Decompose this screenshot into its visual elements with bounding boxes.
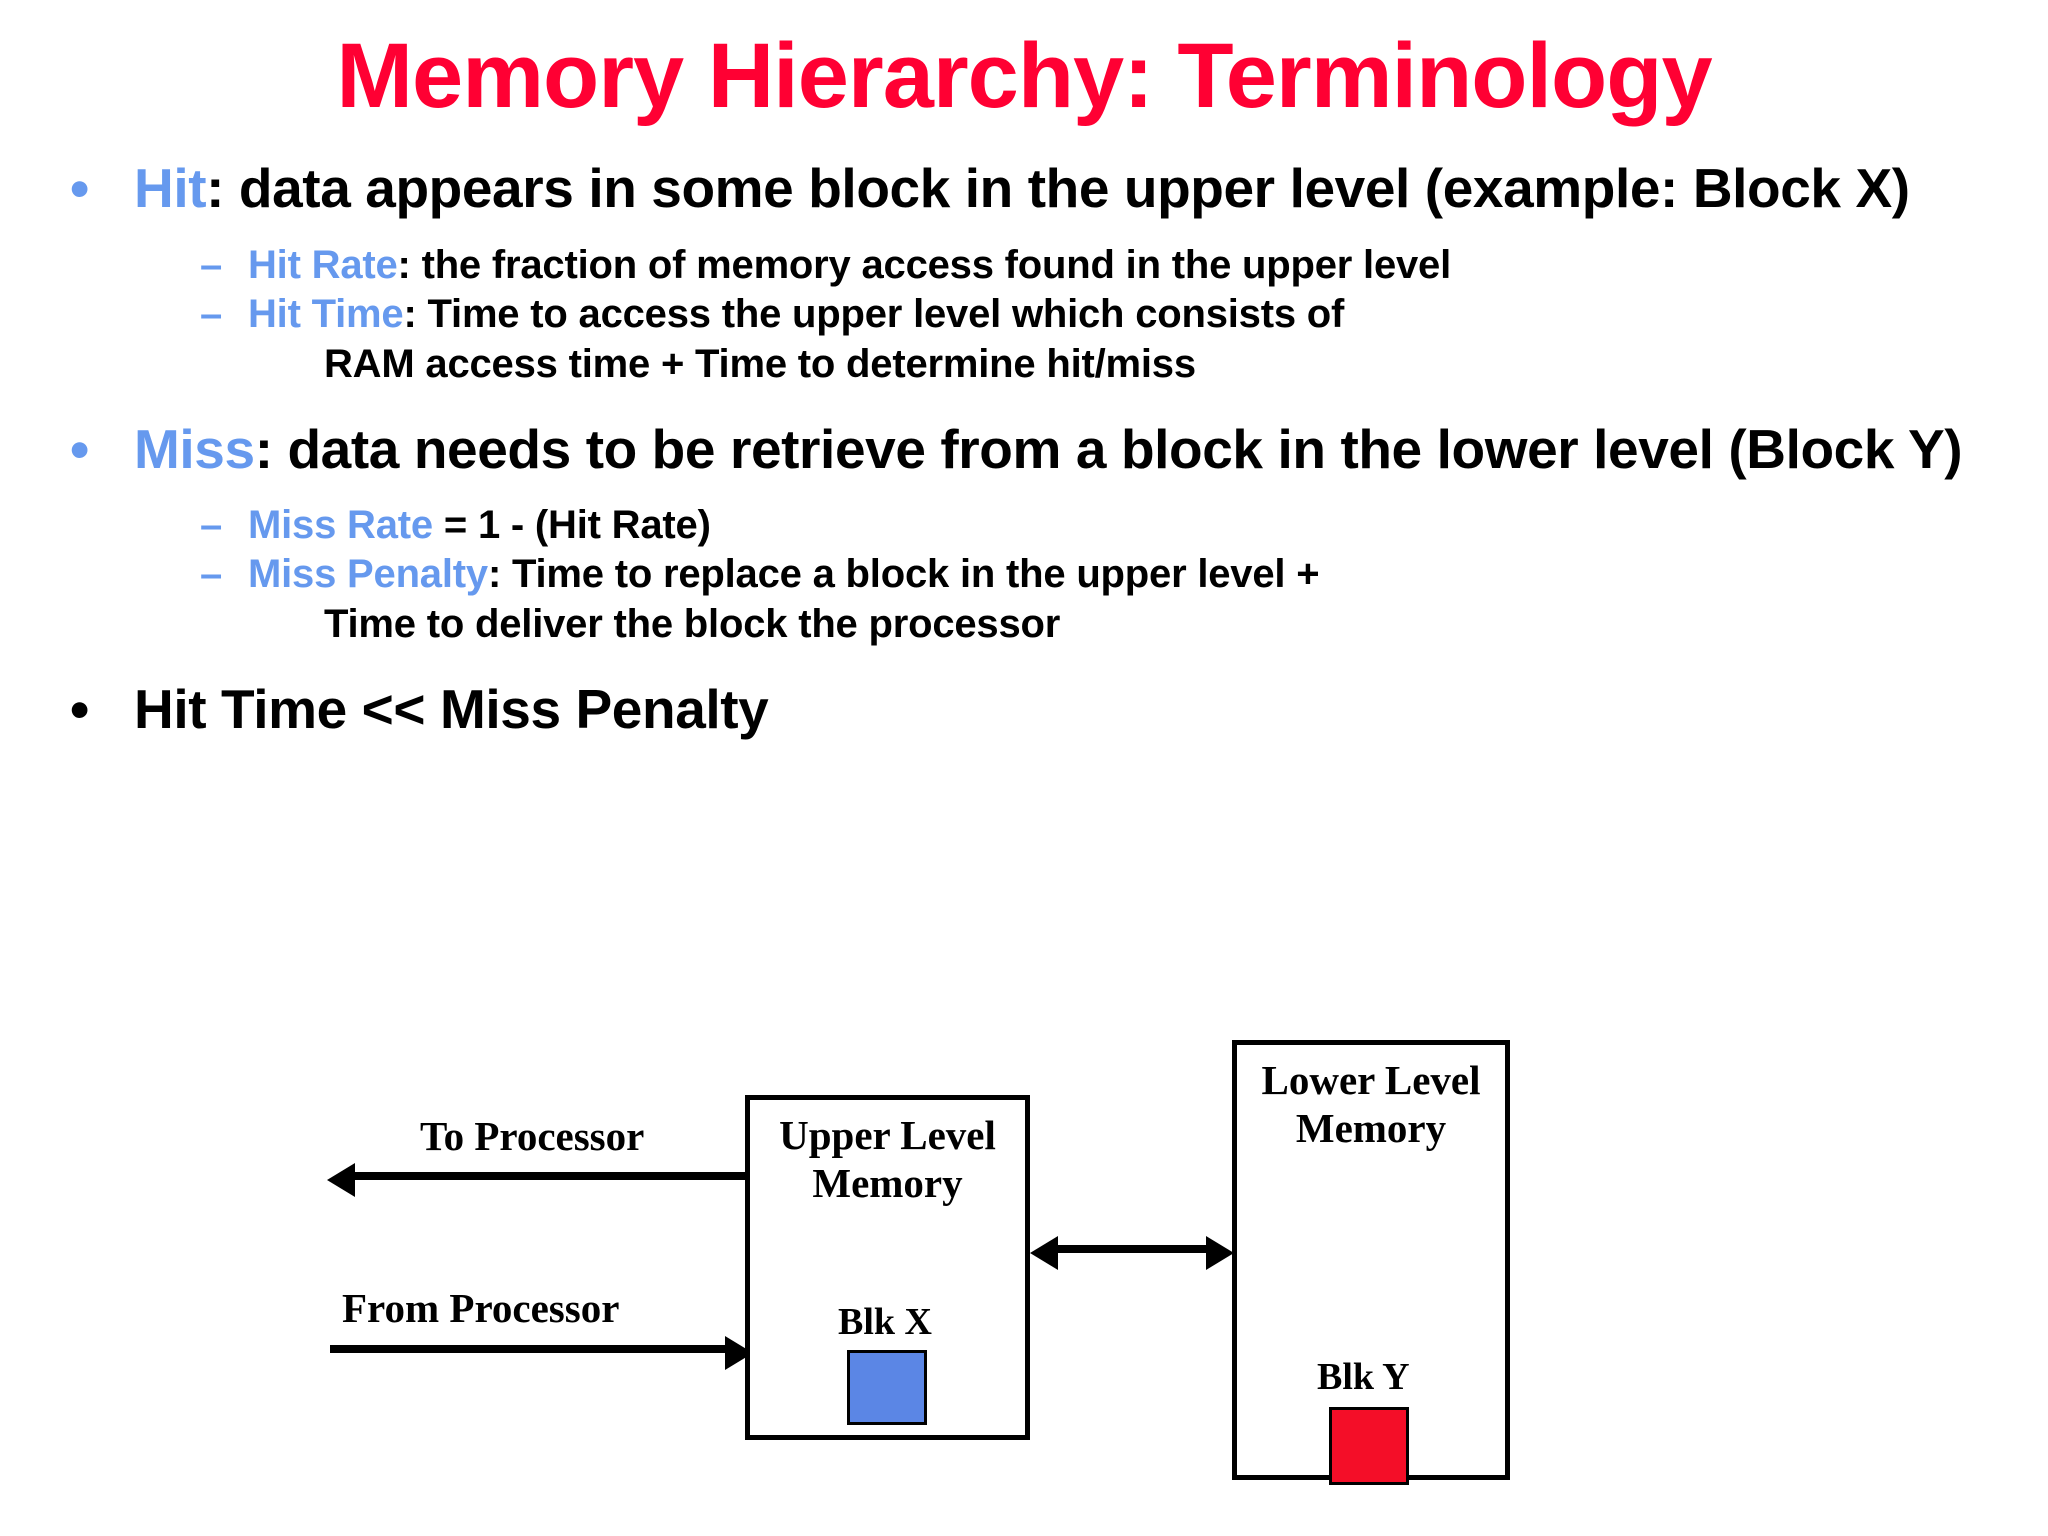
arrow-right-head-icon <box>1206 1236 1234 1270</box>
arrow-left-head-icon <box>327 1163 355 1197</box>
sub-bullet-miss-rate: –Miss Rate = 1 - (Hit Rate) <box>52 504 2012 546</box>
from-processor-arrow-line <box>330 1345 725 1353</box>
to-processor-arrow-line <box>355 1172 747 1180</box>
blk-x-label: Blk X <box>838 1301 932 1343</box>
page-title: Memory Hierarchy: Terminology <box>336 25 1712 127</box>
bullet-dot-icon: • <box>70 157 89 219</box>
to-processor-label: To Processor <box>420 1113 645 1159</box>
hit-time-continuation: RAM access time + Time to determine hit/… <box>324 341 1196 386</box>
lower-level-title-line2: Memory <box>1295 1104 1447 1151</box>
keyword-miss-rate: Miss Rate <box>248 503 433 548</box>
bullet-hit-text: : data appears in some block in the uppe… <box>206 157 1910 219</box>
blk-x-swatch <box>847 1350 927 1425</box>
bullet-dash-icon: – <box>200 291 223 336</box>
arrow-left-head-icon <box>1030 1236 1058 1270</box>
sub-bullet-hit-rate: –Hit Rate: the fraction of memory access… <box>52 244 2012 286</box>
bullet-conclusion: • Hit Time << Miss Penalty <box>52 681 2012 738</box>
sub-bullet-miss-penalty-text: : Time to replace a block in the upper l… <box>487 552 1320 597</box>
blk-y-label: Blk Y <box>1317 1356 1410 1398</box>
sub-bullet-hit-time: –Hit Time: Time to access the upper leve… <box>52 293 2012 335</box>
bullet-dash-icon: – <box>200 552 223 597</box>
bullet-miss: • Miss: data needs to be retrieve from a … <box>52 417 2012 480</box>
slide-body: • Hit: data appears in some block in the … <box>52 160 2012 744</box>
from-processor-label: From Processor <box>342 1285 620 1331</box>
interconnect-arrow-line <box>1058 1245 1206 1253</box>
bullet-hit: • Hit: data appears in some block in the … <box>52 160 2012 217</box>
keyword-hit-time: Hit Time <box>248 291 404 336</box>
conclusion-text: Hit Time << Miss Penalty <box>134 678 769 741</box>
keyword-miss: Miss <box>134 417 255 480</box>
upper-level-title-line2: Memory <box>812 1159 963 1206</box>
lower-level-title-line1: Lower Level <box>1261 1057 1481 1103</box>
keyword-miss-penalty: Miss Penalty <box>248 552 488 597</box>
bullet-dot-icon: • <box>70 417 89 480</box>
lower-level-memory-box: Lower Level Memory Blk Y <box>1232 1040 1510 1485</box>
sub-bullet-miss-rate-text: = 1 - (Hit Rate) <box>432 503 711 548</box>
bullet-dash-icon: – <box>200 242 223 287</box>
sub-bullet-hit-time-text: : Time to access the upper level which c… <box>403 291 1345 336</box>
blk-y-swatch <box>1329 1407 1409 1485</box>
bullet-miss-text: : data needs to be retrieve from a block… <box>254 417 1963 480</box>
upper-level-title-line1: Upper Level <box>779 1112 996 1158</box>
upper-level-memory-box: Upper Level Memory Blk X <box>745 1095 1030 1440</box>
sub-bullet-hit-rate-text: : the fraction of memory access found in… <box>397 242 1452 287</box>
bullet-dot-icon: • <box>70 678 89 741</box>
sub-bullet-miss-penalty: –Miss Penalty: Time to replace a block i… <box>52 553 2012 595</box>
bullet-dash-icon: – <box>200 503 223 548</box>
memory-hierarchy-diagram: To Processor From Processor Upper Level … <box>0 1020 2048 1536</box>
keyword-hit: Hit <box>134 157 207 219</box>
keyword-hit-rate: Hit Rate <box>248 242 398 287</box>
upper-level-title: Upper Level Memory <box>750 1112 1025 1207</box>
miss-penalty-continuation: Time to deliver the block the processor <box>324 602 1061 647</box>
lower-level-title: Lower Level Memory <box>1221 1057 1521 1152</box>
